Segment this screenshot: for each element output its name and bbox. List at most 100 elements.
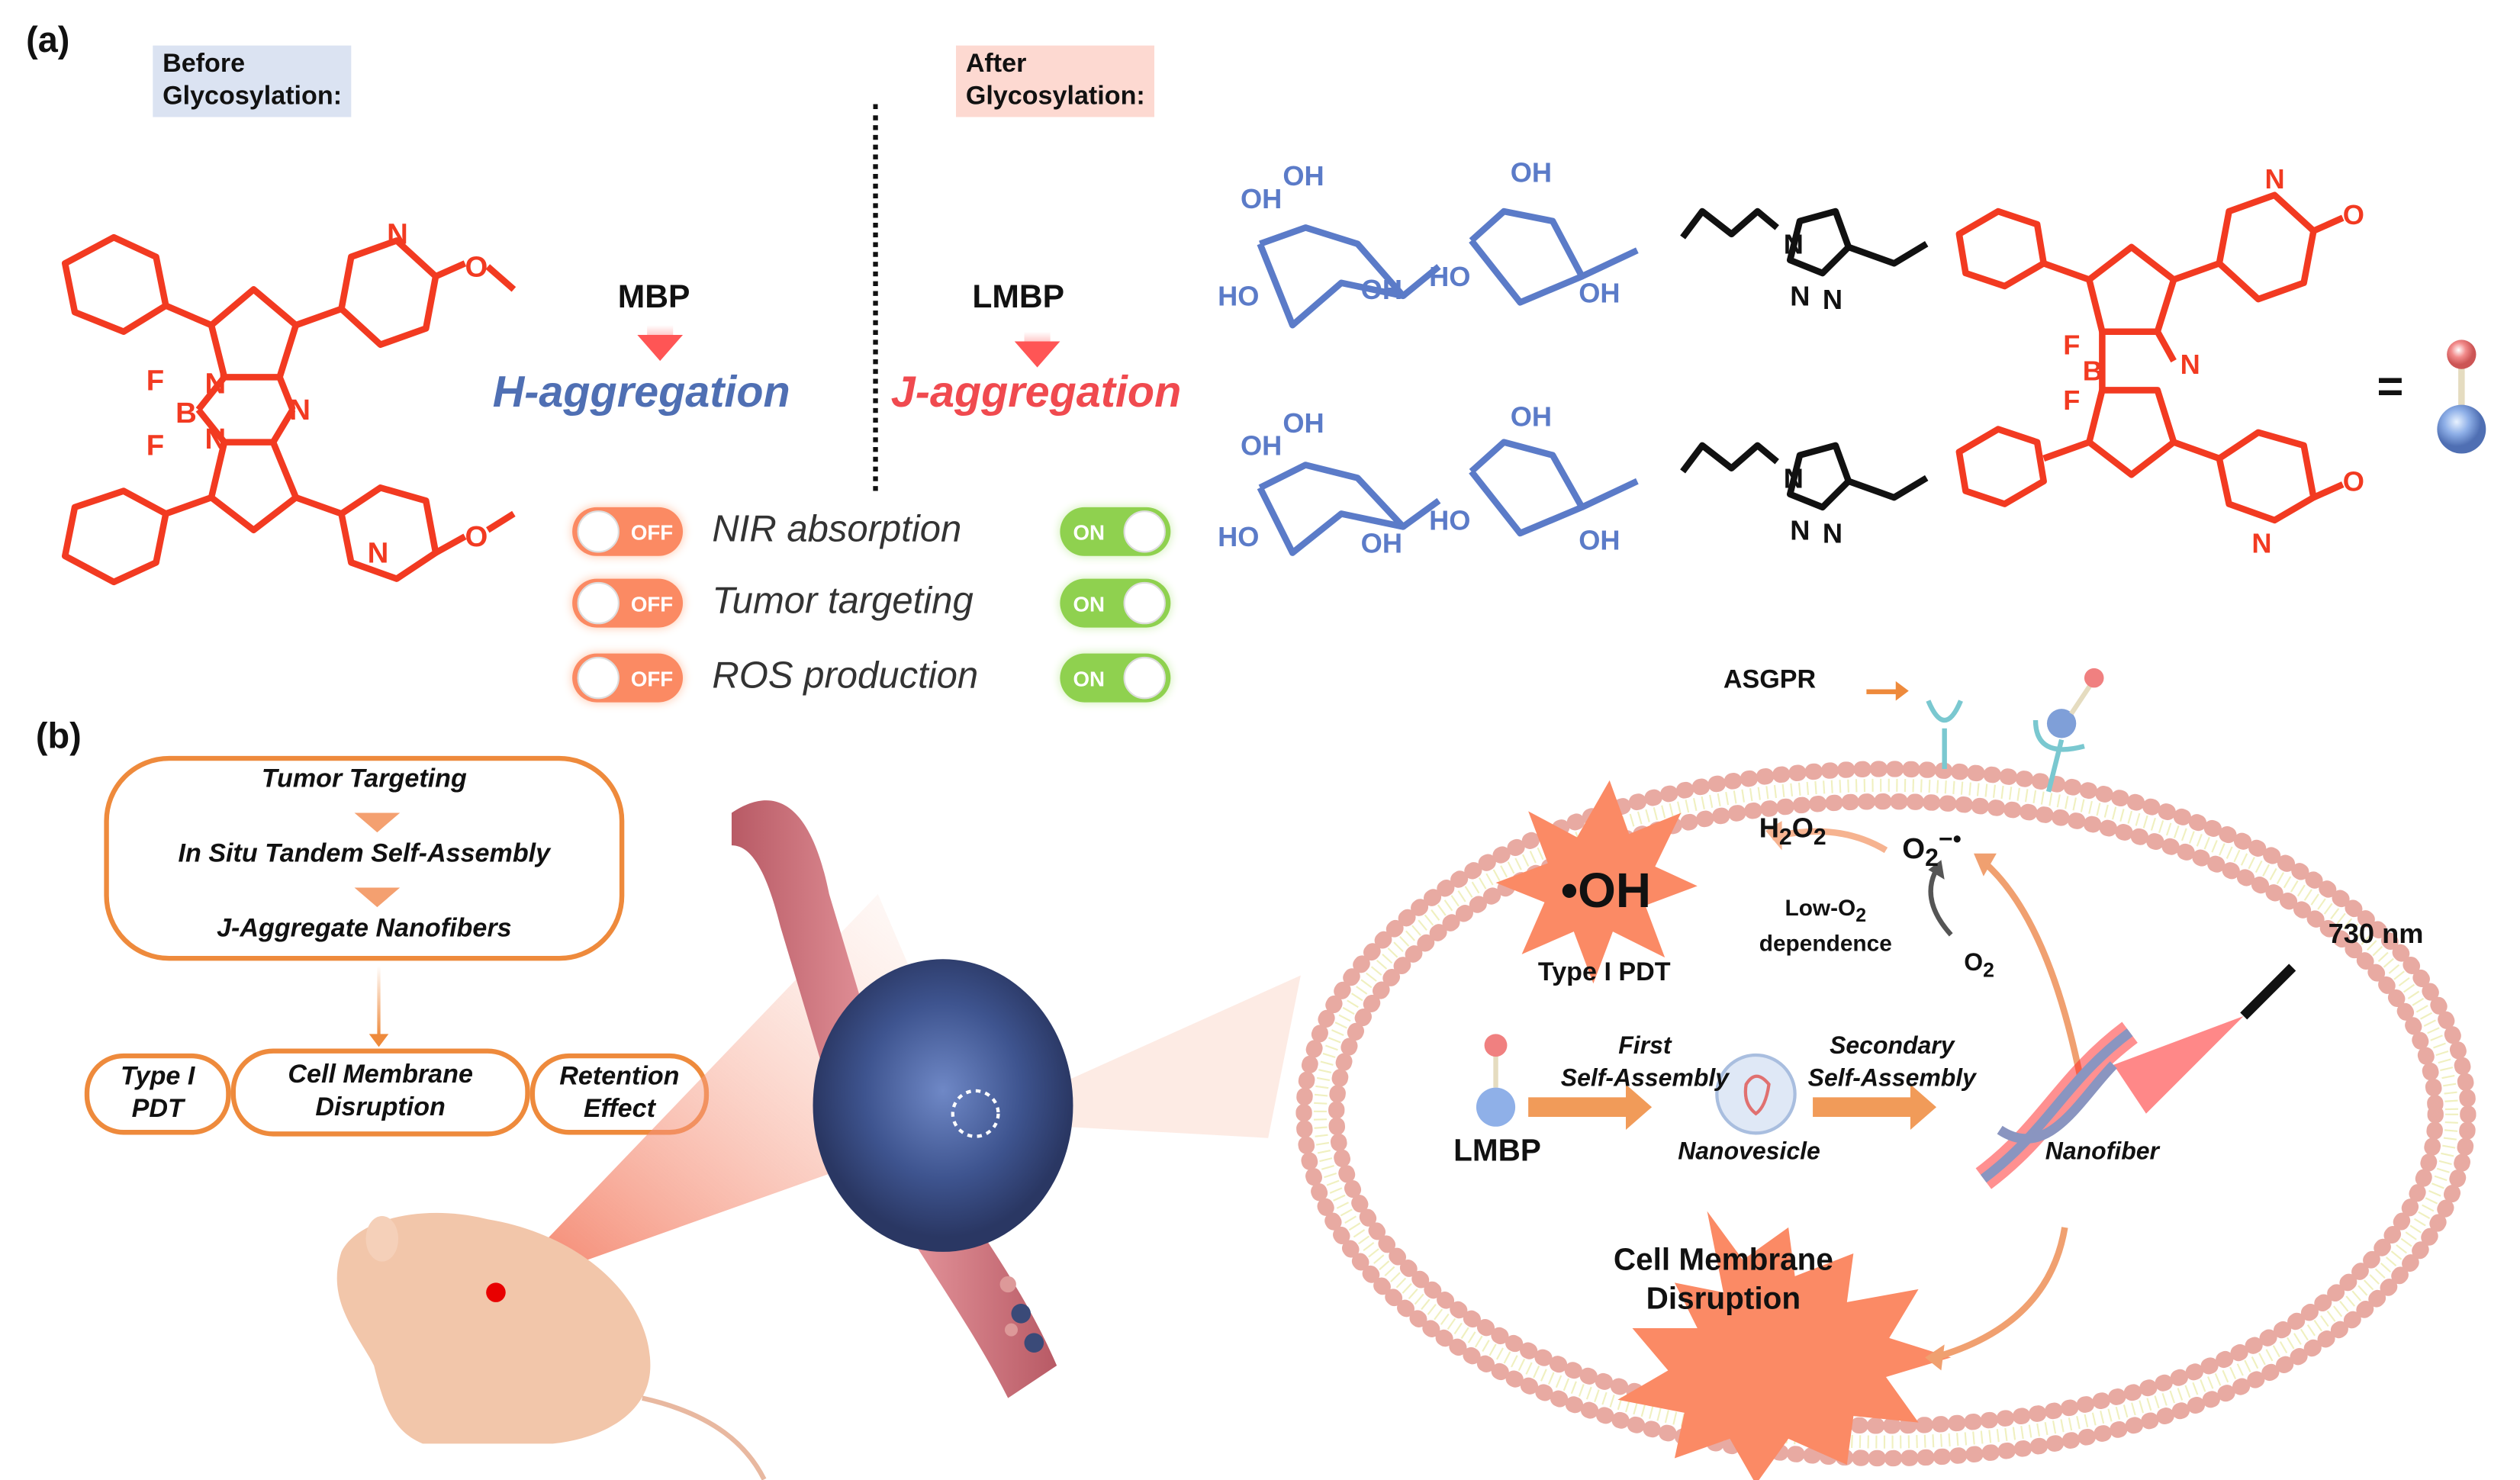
linker-top	[1680, 208, 1929, 277]
atom-n: N	[205, 423, 227, 455]
atom-n: N	[205, 368, 227, 401]
atom-n: N	[2180, 349, 2200, 380]
dye-core-top	[1955, 191, 2345, 391]
flow-step: In Situ Tandem Self-Assembly	[178, 840, 551, 868]
atom-n: N	[1784, 462, 1804, 494]
after-tag-line1: After	[965, 50, 1027, 79]
asgpr-receptor	[1926, 700, 1963, 769]
atom-n: N	[1790, 514, 1810, 545]
flow-connector-arrow	[369, 1034, 389, 1047]
atom-b: B	[2083, 356, 2103, 387]
toggle-on-tumor[interactable]: ON	[1060, 578, 1171, 628]
atom-n: N	[1784, 228, 1804, 259]
arrow-o2-to-superoxide	[1928, 872, 1953, 937]
atom-oh: OH	[1579, 524, 1620, 555]
atom-n: N	[2264, 163, 2284, 195]
membrane-outer	[1295, 761, 2477, 1467]
arrow-to-oh	[1771, 828, 1888, 854]
laser-wavelength-label: 730 nm	[2328, 919, 2424, 950]
flow-step: Tumor Targeting	[261, 765, 467, 793]
property-label: ROS production	[712, 653, 979, 697]
linker-bottom	[1680, 442, 1929, 511]
atom-f: F	[2063, 330, 2080, 361]
atom-oh: OH	[1241, 430, 1282, 462]
oh-burst	[1495, 780, 1698, 984]
section-divider	[873, 104, 878, 491]
atom-ho: HO	[1218, 521, 1259, 552]
j-aggregation-label: J-aggregation	[890, 367, 1182, 417]
toggle-off-nir[interactable]: OFF	[572, 507, 684, 556]
atom-f: F	[2063, 384, 2080, 416]
toggle-off-ros[interactable]: OFF	[572, 653, 684, 703]
asgpr-arrow-head	[1895, 680, 1909, 701]
atom-o: O	[465, 250, 488, 283]
before-tag-line2: Glycosylation:	[163, 82, 343, 111]
arrow-nanofiber-to-superoxide	[1981, 859, 2084, 1082]
nanovesicle-icon	[1715, 1053, 1797, 1135]
property-row: OFF Tumor targeting ON	[572, 578, 1190, 654]
mbp-label: MBP	[617, 279, 690, 316]
outcome-box-type-i-pdt	[84, 1053, 231, 1135]
after-tag-line2: Glycosylation:	[965, 82, 1145, 111]
atom-oh: OH	[1361, 528, 1402, 559]
atom-ho: HO	[1429, 261, 1470, 292]
before-tag-line1: Before	[163, 50, 246, 79]
equals-sign: =	[2377, 361, 2404, 412]
property-toggle-list: OFF NIR absorption ON OFF Tumor targetin…	[572, 504, 1190, 729]
type-i-pdt-label: Type I PDT	[1537, 959, 1671, 987]
superoxide-label: O2−•	[1902, 825, 1962, 873]
membrane-tails	[1313, 778, 2459, 1449]
mbp-structure: N O F B F N N N N O	[61, 218, 517, 586]
mouse	[336, 1212, 651, 1444]
dye-core-bottom	[1955, 387, 2345, 524]
h2o2-label: H2O2	[1759, 812, 1826, 851]
atom-f: F	[146, 364, 164, 397]
atom-oh: OH	[1361, 274, 1402, 305]
nanofiber-label: Nanofiber	[2045, 1137, 2160, 1166]
mechanism-flow-box	[104, 755, 625, 961]
first-assembly-arrow	[1528, 1084, 1653, 1131]
atom-ho: HO	[1429, 505, 1470, 536]
nanovesicle-label: Nanovesicle	[1678, 1137, 1820, 1166]
laser-beam	[2113, 1015, 2244, 1114]
lmbp-down-arrow	[1014, 331, 1060, 368]
asgpr-arrow	[1866, 689, 1900, 694]
triazole-top	[1786, 208, 1852, 277]
property-label: Tumor targeting	[712, 578, 974, 622]
atom-n: N	[387, 218, 408, 251]
atom-oh: OH	[1283, 407, 1324, 439]
mouse-ear	[365, 1215, 399, 1262]
oxygen-label: O2	[1964, 949, 1994, 983]
toggle-on-nir[interactable]: ON	[1060, 507, 1171, 556]
asgpr-label: ASGPR	[1723, 666, 1817, 694]
mouse-tail	[642, 1395, 767, 1480]
tumor-spot	[486, 1282, 506, 1302]
outcome-box-membrane	[230, 1048, 530, 1137]
atom-b: B	[175, 397, 197, 430]
membrane-disruption-burst	[1617, 1211, 1952, 1480]
phenyl-ring-top	[61, 233, 169, 335]
pyridine-top	[338, 237, 439, 349]
membrane-inner	[1328, 793, 2444, 1434]
toggle-on-ros[interactable]: ON	[1060, 653, 1171, 703]
tumor-focus-circle	[951, 1089, 1000, 1138]
toggle-off-tumor[interactable]: OFF	[572, 578, 684, 628]
lactose-bottom	[1257, 439, 1639, 556]
lmbp-structure: OH OH OH HO OH HO OH OH OH OH HO OH HO O…	[1218, 157, 2364, 559]
in-vivo-illustration	[336, 800, 1301, 1480]
panel-a-label: (a)	[26, 19, 70, 60]
arrow-nanofiber-to-disruption	[1933, 1227, 2068, 1361]
triazole-bottom	[1786, 442, 1852, 511]
tumor	[813, 959, 1073, 1252]
secondary-assembly-arrow	[1813, 1084, 1937, 1131]
property-label: NIR absorption	[712, 507, 962, 550]
atom-n: N	[289, 394, 311, 426]
atom-o: O	[465, 520, 488, 553]
lmbp-label: LMBP	[972, 279, 1065, 316]
amphiphile-molecule-icon	[2437, 339, 2486, 454]
